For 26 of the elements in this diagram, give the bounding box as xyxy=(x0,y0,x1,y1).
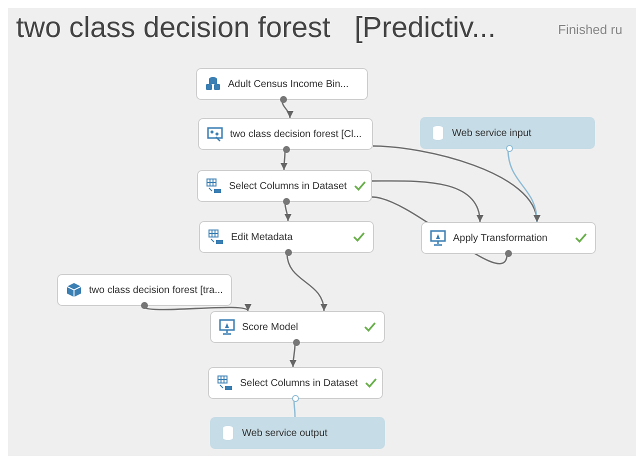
connector-arrow xyxy=(372,145,540,222)
module-box xyxy=(210,311,385,343)
module-label: Adult Census Income Bin... xyxy=(228,78,350,90)
module-box xyxy=(421,222,596,254)
service-port-box xyxy=(210,417,385,449)
service-port-box xyxy=(420,117,595,149)
module-box xyxy=(199,221,374,253)
connector-arrow xyxy=(290,342,297,368)
module-box xyxy=(57,274,232,306)
module-label: two class decision forest [tra... xyxy=(89,284,223,296)
module-box xyxy=(196,68,368,100)
module-box xyxy=(198,118,373,150)
module-label: Web service output xyxy=(242,428,328,438)
module-label: Apply Transformation xyxy=(453,232,548,244)
module-label: two class decision forest [Cl... xyxy=(230,128,363,140)
module-label: Score Model xyxy=(242,322,300,332)
module-label: Select Columns in Dataset xyxy=(229,180,347,192)
module-label: Web service input xyxy=(452,128,532,138)
module-label: Select Columns in Dataset xyxy=(240,378,358,388)
status-text: Finished ru xyxy=(558,22,622,37)
connector-arrow xyxy=(372,180,483,222)
module-box xyxy=(208,367,383,399)
module-label: Edit Metadata xyxy=(231,232,294,242)
connector-arrow xyxy=(280,150,288,170)
title: two class decision forest [Predictiv... xyxy=(16,12,496,45)
module-box xyxy=(197,170,372,202)
